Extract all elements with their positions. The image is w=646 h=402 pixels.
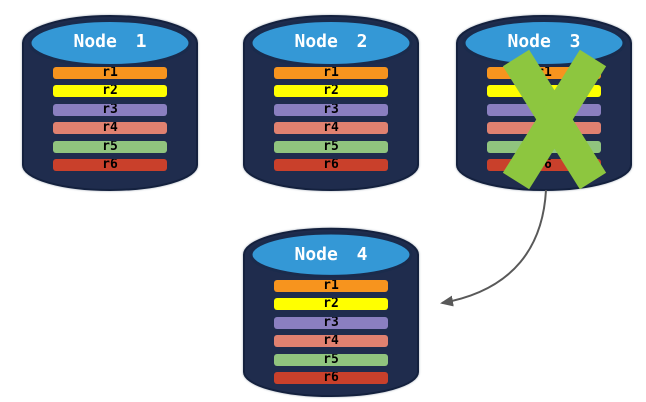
replica-row-r2: r2 — [274, 298, 388, 311]
node-1: Node 1 r1 r2 r3 r4 r5 r6 — [21, 8, 199, 192]
replica-rows: r1 r2 r3 r4 r5 r6 — [274, 280, 388, 390]
replica-row-r5: r5 — [274, 140, 388, 153]
node-3: Node 3 r1 r2 r3 r4 r5 r6 — [455, 8, 633, 192]
replica-row-r4: r4 — [274, 122, 388, 135]
replica-row-r3: r3 — [274, 316, 388, 329]
replica-row-r1: r1 — [274, 67, 388, 79]
replica-rows: r1 r2 r3 r4 r5 r6 — [274, 67, 388, 177]
replica-row-r5: r5 — [53, 140, 167, 153]
node-4: Node 4 r1 r2 r3 r4 r5 r6 — [242, 221, 420, 398]
replica-row-r6: r6 — [274, 158, 388, 171]
replica-row-r5: r5 — [274, 353, 388, 366]
node-title: Node 2 — [294, 31, 368, 52]
replica-row-r2: r2 — [53, 85, 167, 98]
replica-rows: r1 r2 r3 r4 r5 r6 — [53, 67, 167, 177]
replica-row-r2: r2 — [274, 85, 388, 98]
node-title: Node 1 — [73, 31, 147, 52]
replica-row-r3: r3 — [53, 103, 167, 116]
node-title: Node 4 — [294, 244, 368, 265]
replica-row-r1: r1 — [53, 67, 167, 79]
failure-x-icon — [502, 49, 607, 190]
replica-row-r4: r4 — [53, 122, 167, 135]
node-2: Node 2 r1 r2 r3 r4 r5 r6 — [242, 8, 420, 192]
replica-row-r6: r6 — [53, 158, 167, 171]
replica-row-r6: r6 — [274, 371, 388, 384]
replica-row-r4: r4 — [274, 335, 388, 348]
node-title: Node 3 — [507, 31, 581, 52]
replica-row-r3: r3 — [274, 103, 388, 116]
replica-row-r1: r1 — [274, 280, 388, 292]
